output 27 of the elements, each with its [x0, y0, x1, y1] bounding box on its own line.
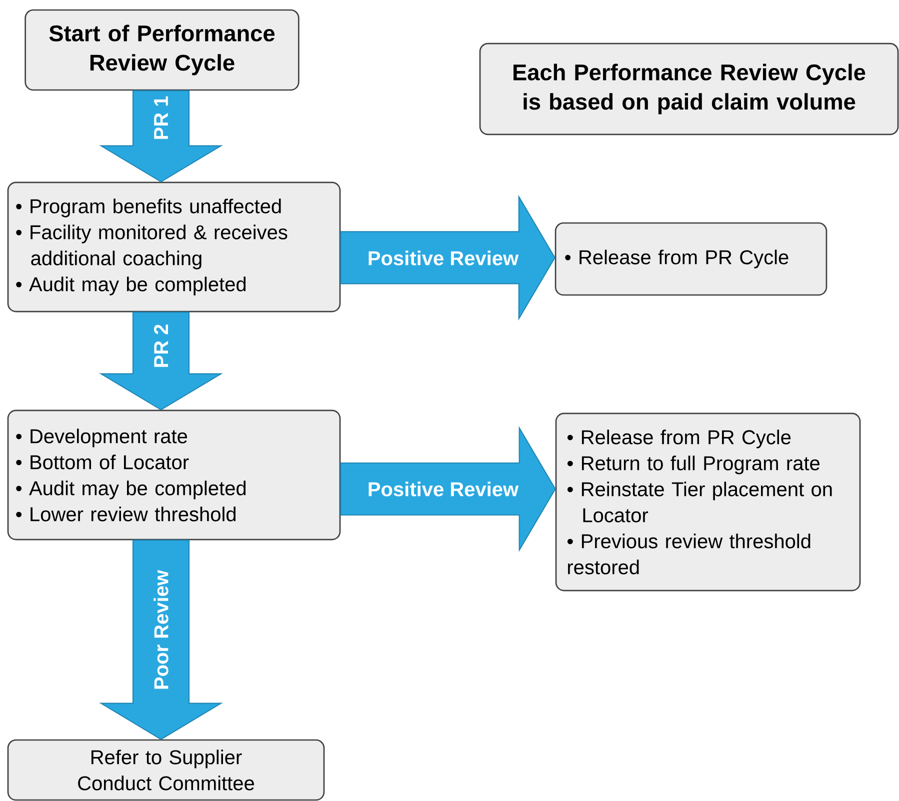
bullet-item: • Lower review threshold — [16, 506, 236, 522]
title-box — [24, 9, 300, 91]
text-box — [7, 182, 341, 312]
title-box — [479, 42, 899, 136]
box-text: Refer to Supplier Conduct Committee — [78, 750, 254, 790]
edge-label: Positive Review — [364, 479, 522, 500]
process-box — [7, 739, 325, 801]
bullet-item: • Reinstate Tier placement on Locator — [567, 482, 832, 522]
bullet-item: • Development rate — [16, 428, 188, 448]
bullet-item: • Bottom of Locator — [16, 454, 189, 470]
bullet-item: • Audit may be completed — [16, 276, 246, 296]
text-box — [555, 412, 861, 592]
bullet-item: • Audit may be completed — [16, 480, 246, 500]
bullet-item: • Return to full Program rate — [567, 456, 820, 474]
edge-label: PR 2 — [151, 321, 171, 371]
edge-label: Positive Review — [364, 248, 522, 268]
box-text: Each Performance Review Cycle is based on paid claim volume — [514, 64, 866, 114]
box-text: Start of Performance Review Cycle — [49, 24, 275, 76]
bullet-item: • Program benefits unaffected — [16, 198, 281, 218]
process-box — [554, 222, 828, 296]
bullet-item: • Previous review threshold restored — [567, 534, 810, 574]
edge-label: PR 1 — [151, 93, 171, 143]
bullet-item: • Facility monitored & receives additional coaching — [16, 224, 288, 270]
bullet-item: • Release from PR Cycle — [565, 250, 788, 268]
bullet-item: • Release from PR Cycle — [567, 430, 791, 448]
edge-label: Poor Review — [151, 567, 172, 693]
text-box — [7, 410, 341, 540]
